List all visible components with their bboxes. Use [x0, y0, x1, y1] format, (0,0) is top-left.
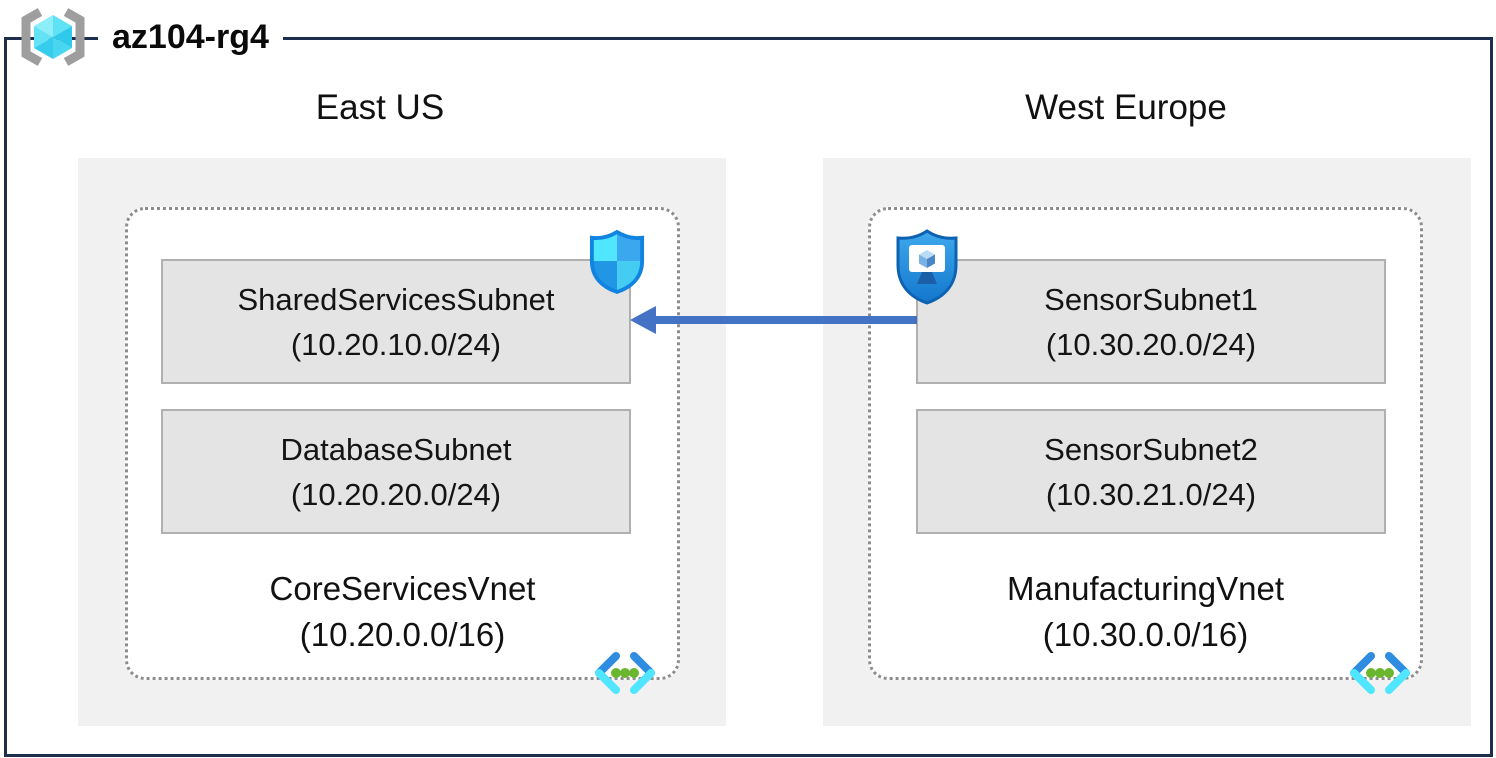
region-title-west-europe: West Europe — [1025, 88, 1227, 127]
vnet-coreservices: SharedServicesSubnet (10.20.10.0/24) Dat… — [125, 207, 680, 680]
vnet-manufacturing: SensorSubnet1 (10.30.20.0/24) SensorSubn… — [868, 207, 1423, 680]
region-title-east-us: East US — [315, 88, 445, 127]
subnet-cidr: (10.20.20.0/24) — [290, 476, 502, 512]
subnet-cidr: (10.20.10.0/24) — [290, 326, 502, 362]
vnet-label: ManufacturingVnet (10.30.0.0/16) — [871, 566, 1420, 658]
shield-monitor-icon — [895, 228, 959, 306]
resource-group-label: az104-rg4 — [98, 14, 283, 60]
network-security-group-icon — [588, 229, 646, 295]
vnet-cidr: (10.30.0.0/16) — [1042, 616, 1249, 653]
subnet-cidr: (10.30.21.0/24) — [1045, 476, 1257, 512]
peering-arrow — [628, 301, 920, 339]
subnet-name: SensorSubnet2 — [1044, 431, 1258, 467]
virtual-network-icon — [1346, 649, 1414, 697]
subnet-name: SharedServicesSubnet — [237, 281, 555, 317]
subnet-sharedservices: SharedServicesSubnet (10.20.10.0/24) — [161, 259, 631, 384]
vnet-name: CoreServicesVnet — [269, 570, 536, 607]
virtual-network-icon — [591, 649, 659, 697]
subnet-cidr: (10.30.20.0/24) — [1045, 326, 1257, 362]
subnet-name: DatabaseSubnet — [280, 431, 512, 467]
resource-group-frame — [4, 37, 1493, 757]
cube-on-screen — [919, 250, 935, 268]
vnet-cidr: (10.20.0.0/16) — [299, 616, 506, 653]
vnet-name: ManufacturingVnet — [1006, 570, 1284, 607]
subnet-sensor2: SensorSubnet2 (10.30.21.0/24) — [916, 409, 1386, 534]
resource-group-icon — [13, 8, 93, 66]
vnet-label: CoreServicesVnet (10.20.0.0/16) — [128, 566, 677, 658]
subnet-database: DatabaseSubnet (10.20.20.0/24) — [161, 409, 631, 534]
cube-glyph — [34, 15, 72, 59]
subnet-name: SensorSubnet1 — [1044, 281, 1258, 317]
subnet-sensor1: SensorSubnet1 (10.30.20.0/24) — [916, 259, 1386, 384]
